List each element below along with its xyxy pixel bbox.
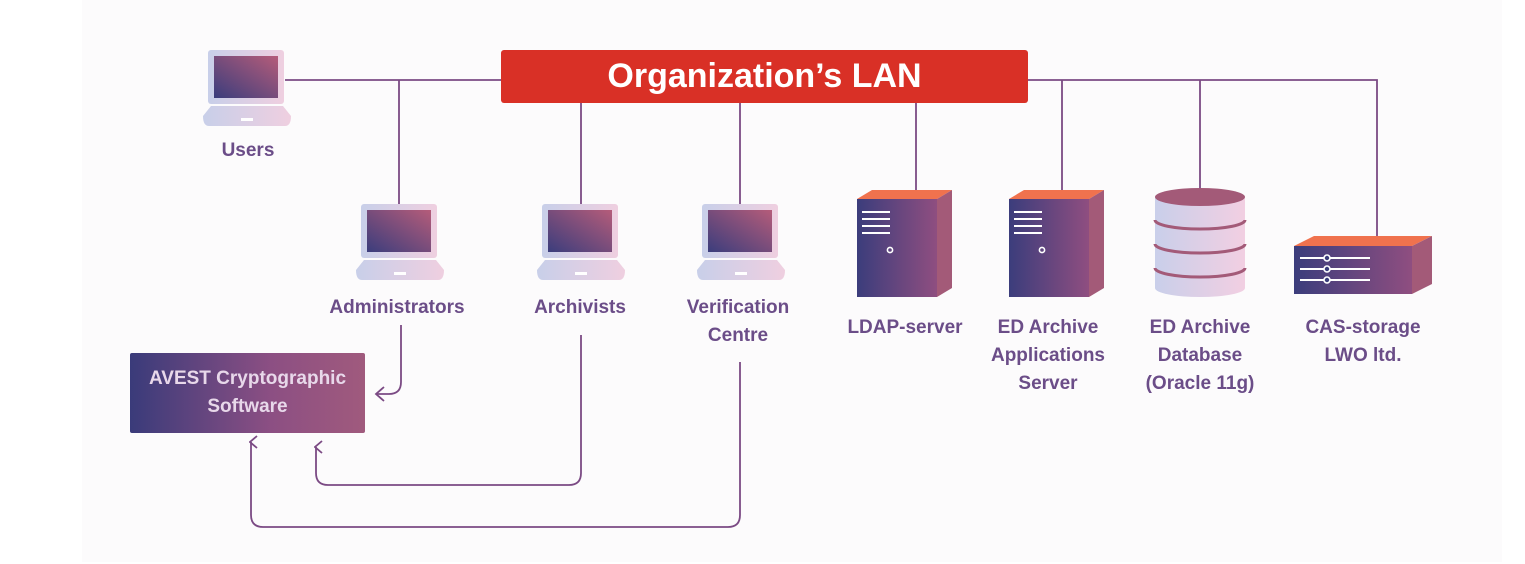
archivists-label: Archivists [534,297,626,318]
storage-icon [1294,236,1432,294]
avest-box: AVEST Cryptographic Software [130,353,365,433]
lan-label: Organization’s LAN [607,57,922,95]
laptop-icon [697,204,785,280]
app-server-label: ED Archive Applications Server [990,317,1105,394]
arrow-archivists-to-avest [316,335,582,486]
laptop-icon [537,204,625,280]
lan-box: Organization’s LAN [501,50,1028,103]
avest-label: AVEST Cryptographic Software [148,368,347,417]
users-label: Users [221,140,275,161]
server-icon [857,190,952,297]
ldap-server-label: LDAP-server [847,317,963,338]
database-label: ED Archive Database (Oracle 11g) [1145,317,1255,394]
arrow-verification-to-avest [251,362,741,528]
laptop-icon [203,50,291,126]
lan-connections [285,79,1378,240]
lan-link-right [1028,79,1378,240]
avest-connections [251,325,741,528]
server-icon [1009,190,1104,297]
arrow-administrators-to-avest [377,325,402,395]
laptop-icon [356,204,444,280]
cas-storage-label: CAS-storage LWO ltd. [1305,317,1421,366]
database-icon [1153,188,1247,297]
administrators-label: Administrators [329,297,465,318]
verification-centre-label: Verification Centre [686,297,790,346]
arrowhead-administrators [374,386,385,402]
